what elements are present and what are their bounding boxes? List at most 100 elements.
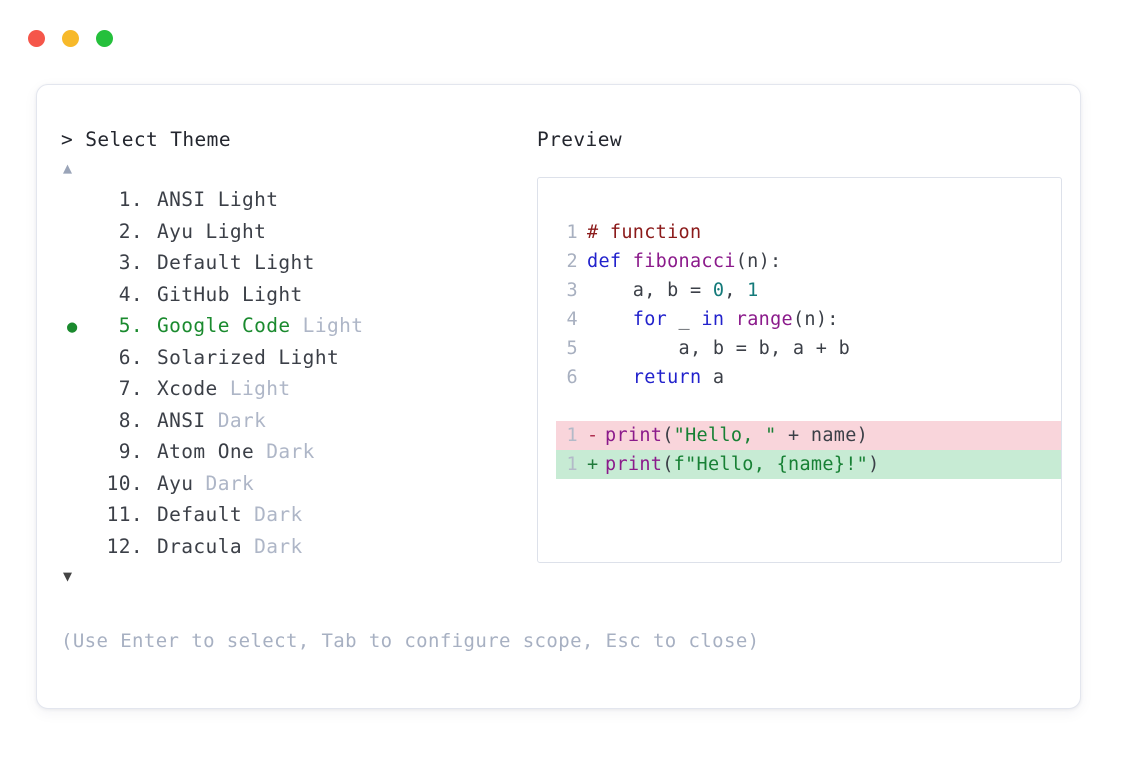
- theme-index-gap: [143, 469, 157, 500]
- code-spacer: [538, 392, 1061, 421]
- code-token-builtin: print: [605, 454, 663, 475]
- bullet-placeholder: [61, 186, 97, 217]
- theme-variant-tag: Light: [290, 314, 364, 337]
- theme-index-gap: [143, 185, 157, 216]
- line-number: 1: [566, 222, 578, 243]
- bullet-placeholder: [61, 470, 97, 501]
- code-token-plain: (: [662, 454, 674, 475]
- code-token-keyword: def: [587, 251, 633, 272]
- theme-name: Google Code: [157, 314, 291, 337]
- code-line-text: a, b = b, a + b: [587, 334, 850, 363]
- code-line-text: # function: [587, 218, 701, 247]
- code-line: 3 a, b = 0, 1: [556, 276, 1061, 305]
- theme-name: Ayu: [157, 471, 194, 495]
- diff-minus-icon: -: [587, 425, 599, 446]
- code-token-plain: _: [667, 309, 702, 330]
- theme-list: 1. ANSI Light 2. Ayu Light 3. Default Li…: [61, 185, 531, 563]
- bullet-placeholder: [61, 218, 97, 249]
- theme-name: Default Light: [157, 251, 315, 274]
- code-token-plain: (n):: [735, 251, 782, 272]
- code-token-plain: a: [701, 367, 725, 388]
- maximize-window-icon[interactable]: [96, 30, 113, 47]
- theme-name: Solarized Light: [157, 345, 340, 369]
- code-token-comment: # function: [587, 222, 702, 243]
- page-title: Select Theme: [85, 128, 231, 151]
- theme-list-item[interactable]: 9. Atom One Dark: [61, 437, 531, 469]
- line-number: 5: [566, 338, 578, 359]
- diff-removed-line: 1-print("Hello, " + name): [556, 421, 1061, 450]
- theme-list-item[interactable]: 2. Ayu Light: [61, 217, 531, 249]
- theme-variant-tag: Dark: [241, 534, 303, 558]
- code-token-plain: + name): [776, 425, 869, 446]
- code-line-text: for _ in range(n):: [587, 305, 839, 334]
- theme-list-item[interactable]: 12. Dracula Dark: [61, 532, 531, 564]
- theme-variant-tag: Light: [217, 377, 291, 400]
- theme-list-item[interactable]: 8. ANSI Dark: [61, 406, 531, 438]
- theme-list-item[interactable]: 3. Default Light: [61, 248, 531, 280]
- code-token-string: "Hello, ": [673, 425, 777, 446]
- theme-name: GitHub Light: [157, 282, 303, 306]
- theme-index: 1.: [118, 188, 143, 211]
- line-number: 3: [566, 280, 578, 301]
- theme-index: 9.: [118, 440, 143, 463]
- theme-index-gap: [143, 311, 157, 342]
- theme-index-gap: [143, 532, 157, 563]
- theme-index: 3.: [118, 251, 143, 274]
- bullet-placeholder: [61, 281, 97, 312]
- code-line: 5 a, b = b, a + b: [556, 334, 1061, 363]
- code-token-plain: [724, 309, 735, 330]
- theme-list-item[interactable]: 11. Default Dark: [61, 500, 531, 532]
- theme-list-item[interactable]: ●5. Google Code Light: [61, 311, 531, 343]
- minimize-window-icon[interactable]: [62, 30, 79, 47]
- line-number: 2: [566, 251, 578, 272]
- line-number: 6: [566, 367, 578, 388]
- theme-name: ANSI Light: [157, 188, 279, 211]
- theme-name: Atom One: [157, 440, 255, 463]
- theme-variant-tag: Dark: [254, 440, 315, 463]
- theme-name: Default: [157, 503, 242, 526]
- code-token-plain: (n):: [792, 309, 839, 330]
- code-token-keyword: for: [632, 309, 668, 330]
- bullet-placeholder: [61, 344, 97, 375]
- theme-index-gap: [143, 280, 157, 311]
- prompt-header: > Select Theme: [61, 125, 531, 155]
- theme-index: 7.: [118, 377, 143, 400]
- selected-bullet-icon: ●: [67, 317, 78, 337]
- theme-name: Xcode: [157, 377, 218, 400]
- theme-list-item[interactable]: 10. Ayu Dark: [61, 469, 531, 501]
- theme-index-gap: [143, 406, 157, 437]
- bullet-placeholder: [61, 375, 97, 406]
- theme-list-item[interactable]: 7. Xcode Light: [61, 374, 531, 406]
- theme-index-gap: [143, 500, 157, 531]
- theme-index: 12.: [106, 534, 143, 558]
- theme-variant-tag: Dark: [193, 471, 255, 495]
- scroll-up-icon[interactable]: ▲: [63, 159, 73, 177]
- scroll-down-icon[interactable]: ▼: [63, 567, 73, 585]
- close-window-icon[interactable]: [28, 30, 45, 47]
- code-token-number: 1: [747, 280, 759, 301]
- bullet-placeholder: [61, 533, 97, 564]
- code-token-plain: ,: [724, 280, 748, 301]
- theme-name: Dracula: [157, 534, 242, 558]
- theme-list-item[interactable]: 6. Solarized Light: [61, 343, 531, 375]
- theme-index-gap: [143, 374, 157, 405]
- code-token-builtin: print: [605, 425, 663, 446]
- theme-name: Ayu Light: [157, 219, 267, 243]
- theme-list-item[interactable]: 1. ANSI Light: [61, 185, 531, 217]
- diff-line-wrapper: 1-print("Hello, " + name): [538, 421, 1061, 450]
- code-token-keyword: in: [701, 309, 725, 330]
- theme-name: ANSI: [157, 408, 206, 432]
- prompt-caret-icon: >: [61, 128, 74, 151]
- code-token-plain: [587, 309, 633, 330]
- code-line: 4 for _ in range(n):: [556, 305, 1061, 334]
- bullet-placeholder: [61, 438, 97, 469]
- code-token-plain: a, b =: [587, 280, 713, 301]
- theme-list-item[interactable]: 4. GitHub Light: [61, 280, 531, 312]
- bullet-placeholder: [61, 249, 97, 280]
- code-token-builtin: range: [735, 309, 793, 330]
- theme-index-gap: [143, 343, 157, 374]
